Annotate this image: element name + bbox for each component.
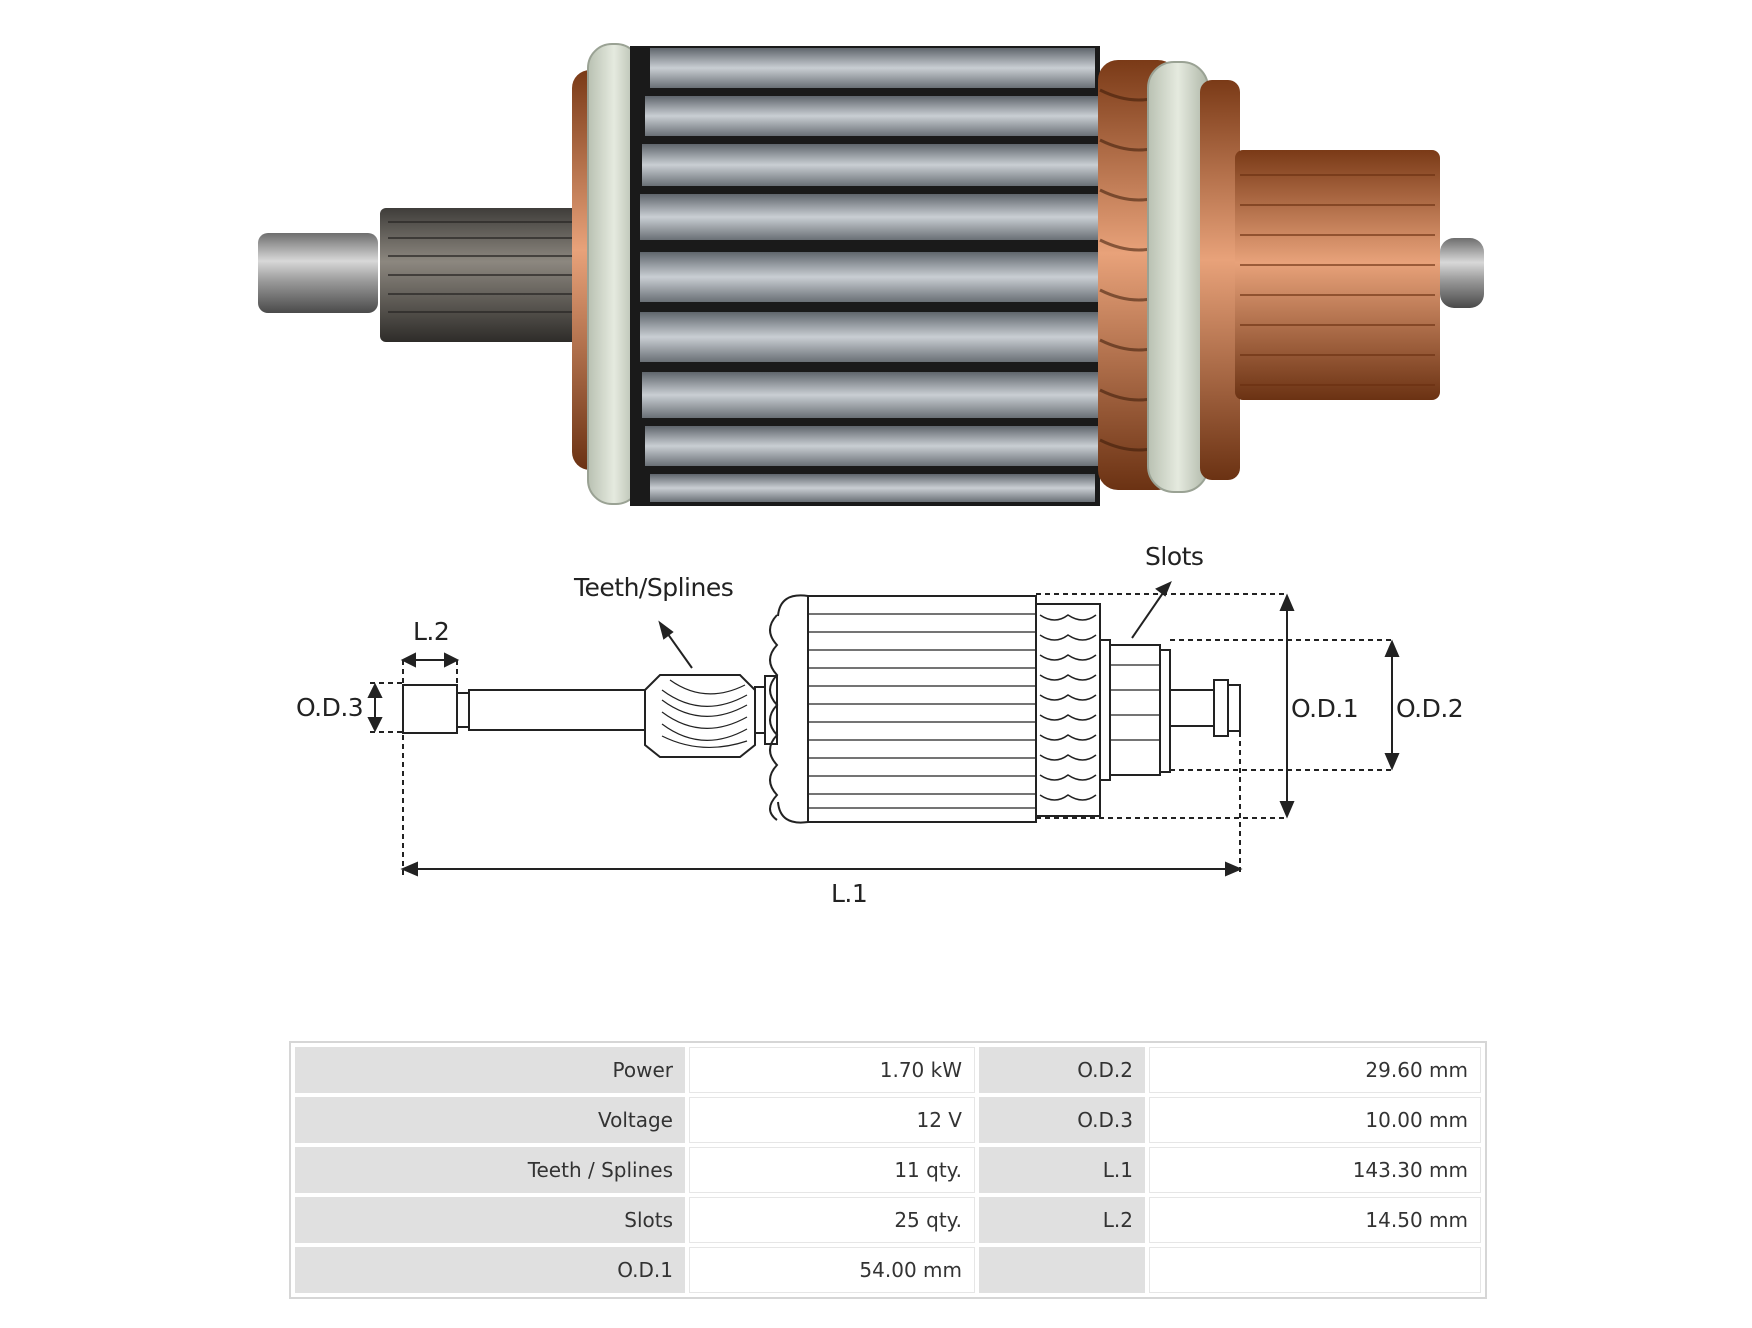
spec-key: L.2 [979,1197,1145,1243]
shaft-end-outline [402,684,458,734]
table-row: Teeth / Splines 11 qty. L.1 143.30 mm [295,1147,1481,1193]
splines-outline [644,674,756,758]
spec-value: 14.50 mm [1149,1197,1481,1243]
table-row: O.D.1 54.00 mm [295,1247,1481,1293]
slots-label: Slots [1145,542,1203,571]
spec-value: 54.00 mm [689,1247,975,1293]
spec-value: 143.30 mm [1149,1147,1481,1193]
spec-value: 25 qty. [689,1197,975,1243]
od2-label: O.D.2 [1396,694,1463,723]
spec-key: O.D.3 [979,1097,1145,1143]
l1-label: L.1 [831,879,867,908]
armature-dimension-diagram: Teeth/Splines Slots L.2 O.D.3 O.D.1 O.D.… [296,542,1464,908]
od1-label: O.D.1 [1291,694,1358,723]
core-outline [807,595,1037,823]
table-row: Power 1.70 kW O.D.2 29.60 mm [295,1047,1481,1093]
l2-label: L.2 [413,617,449,646]
spec-key [979,1247,1145,1293]
spec-table: Power 1.70 kW O.D.2 29.60 mm Voltage 12 … [289,1041,1487,1299]
spec-key: Voltage [295,1097,685,1143]
od3-label: O.D.3 [296,693,363,722]
spec-value: 12 V [689,1097,975,1143]
shaft-outline [468,689,646,731]
spec-value [1149,1247,1481,1293]
spec-value: 11 qty. [689,1147,975,1193]
spec-value: 1.70 kW [689,1047,975,1093]
spec-key: L.1 [979,1147,1145,1193]
teeth-splines-label: Teeth/Splines [573,573,733,602]
spec-key: Slots [295,1197,685,1243]
spec-value: 10.00 mm [1149,1097,1481,1143]
spec-value: 29.60 mm [1149,1047,1481,1093]
spec-key: Teeth / Splines [295,1147,685,1193]
table-row: Voltage 12 V O.D.3 10.00 mm [295,1097,1481,1143]
spec-key: O.D.2 [979,1047,1145,1093]
spec-key: O.D.1 [295,1247,685,1293]
table-row: Slots 25 qty. L.2 14.50 mm [295,1197,1481,1243]
armature-photo [258,43,1484,506]
spec-key: Power [295,1047,685,1093]
